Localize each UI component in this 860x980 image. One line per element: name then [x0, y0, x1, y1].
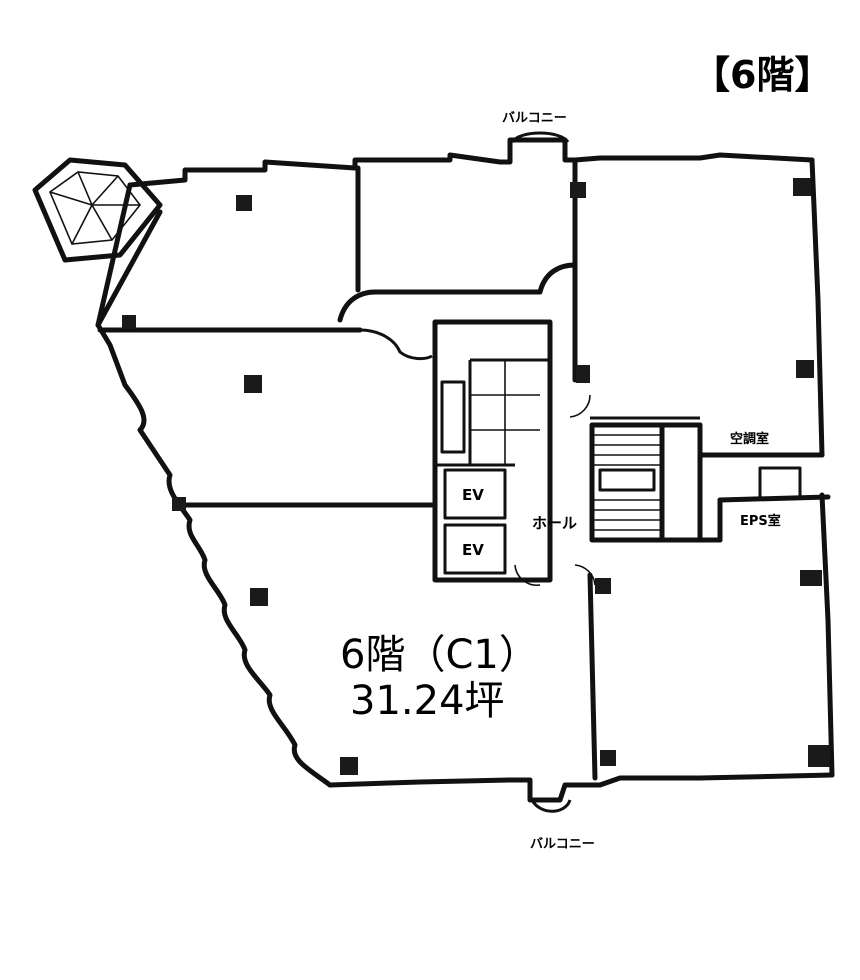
- building-outline: [95, 137, 835, 803]
- column: [172, 497, 186, 511]
- elevator-1: [443, 468, 507, 520]
- elevator-1-label: EV: [462, 486, 484, 504]
- building-core: EV EV ホール: [432, 319, 802, 587]
- column: [340, 757, 358, 775]
- elevator-2-label: EV: [462, 541, 484, 559]
- floor-label: 【6階】: [692, 53, 832, 97]
- column: [808, 745, 830, 767]
- hall-label: ホール: [532, 514, 577, 532]
- column: [236, 195, 252, 211]
- unit-name: 6階（C1）: [340, 632, 539, 678]
- column: [796, 360, 814, 378]
- column: [122, 315, 136, 329]
- elevator-2: [443, 523, 507, 575]
- column: [250, 588, 268, 606]
- column: [576, 365, 590, 383]
- balcony-top: バルコニー: [502, 111, 570, 144]
- balcony-bottom: バルコニー: [530, 799, 595, 852]
- balcony-bottom-label: バルコニー: [530, 837, 595, 852]
- stair-tower: [32, 157, 163, 263]
- balcony-top-label: バルコニー: [502, 111, 567, 126]
- stairs: [592, 434, 662, 531]
- column: [570, 182, 586, 198]
- column: [244, 375, 262, 393]
- column: [793, 178, 811, 196]
- column: [595, 578, 611, 594]
- storage-room-label: EPS室: [740, 513, 781, 529]
- column: [800, 570, 822, 586]
- air-room-label: 空調室: [730, 431, 769, 447]
- column: [600, 750, 616, 766]
- columns: [122, 178, 830, 775]
- unit-area: 31.24坪: [350, 678, 505, 724]
